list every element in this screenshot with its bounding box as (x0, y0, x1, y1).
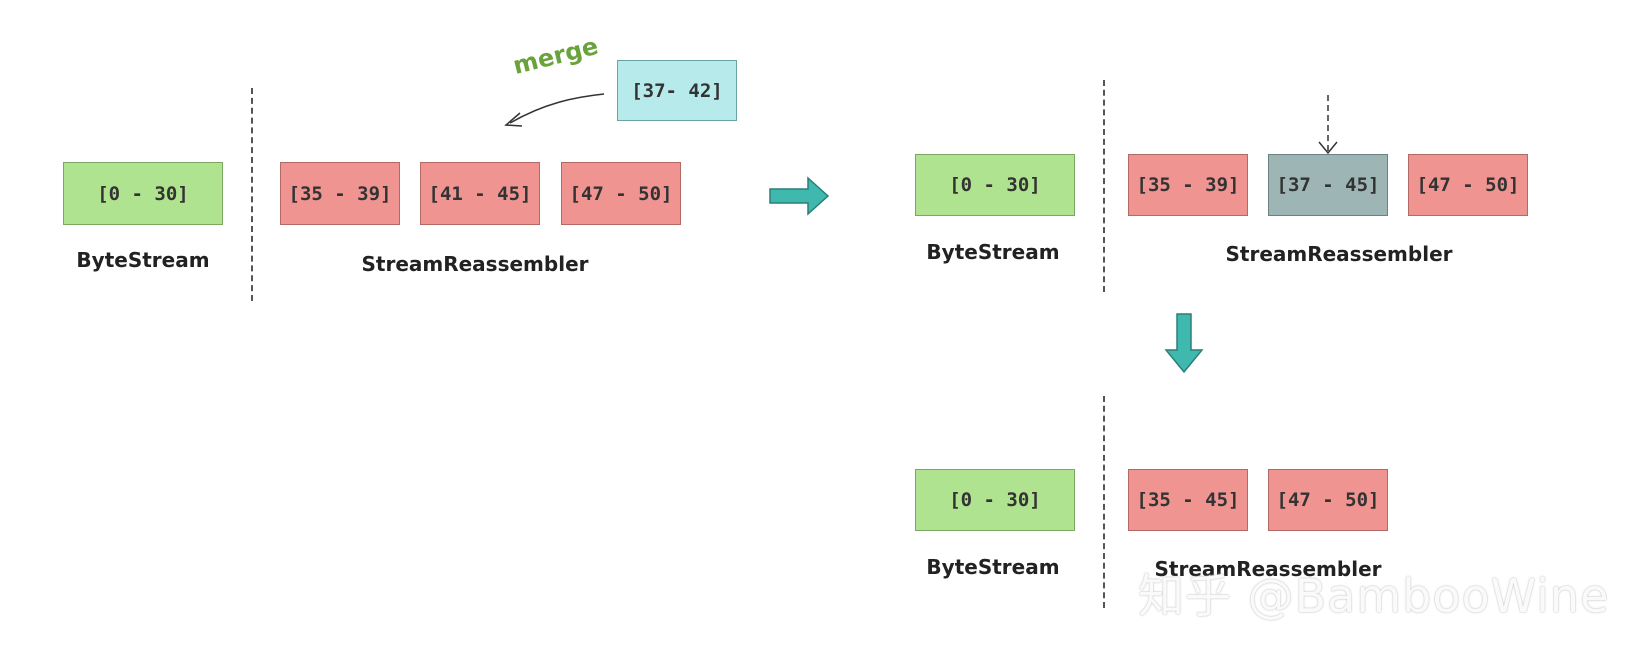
watermark: 知乎 @BambooWine (1138, 569, 1610, 623)
bytestream-label-top-right: ByteStream (926, 240, 1060, 264)
segment-box-bottom-right-1: [35 - 45] (1128, 469, 1248, 531)
bytestream-box-top-right: [0 - 30] (915, 154, 1075, 216)
incoming-segment-box: [37- 42] (617, 60, 737, 121)
merge-label: merge (510, 31, 602, 81)
merged-segment-box: [37 - 45] (1268, 154, 1388, 216)
segment-box-left-2: [41 - 45] (420, 162, 540, 225)
curved-arrow-icon (504, 93, 605, 127)
down-arrow-icon (1164, 313, 1204, 374)
divider-left (251, 88, 253, 301)
right-arrow-icon (769, 176, 830, 216)
dashed-down-arrow-icon (1318, 95, 1338, 155)
reassembler-label-bottom-right: StreamReassembler (1154, 557, 1382, 581)
reassembler-label-left: StreamReassembler (361, 252, 589, 276)
bytestream-box-left: [0 - 30] (63, 162, 223, 225)
bytestream-label-bottom-right: ByteStream (926, 555, 1060, 579)
divider-bottom-right (1103, 396, 1105, 608)
segment-box-top-right-3: [47 - 50] (1408, 154, 1528, 216)
divider-top-right (1103, 80, 1105, 292)
segment-box-bottom-right-2: [47 - 50] (1268, 469, 1388, 531)
segment-box-left-1: [35 - 39] (280, 162, 400, 225)
bytestream-box-bottom-right: [0 - 30] (915, 469, 1075, 531)
reassembler-label-top-right: StreamReassembler (1225, 242, 1453, 266)
bytestream-label-left: ByteStream (76, 248, 210, 272)
segment-box-top-right-1: [35 - 39] (1128, 154, 1248, 216)
segment-box-left-3: [47 - 50] (561, 162, 681, 225)
